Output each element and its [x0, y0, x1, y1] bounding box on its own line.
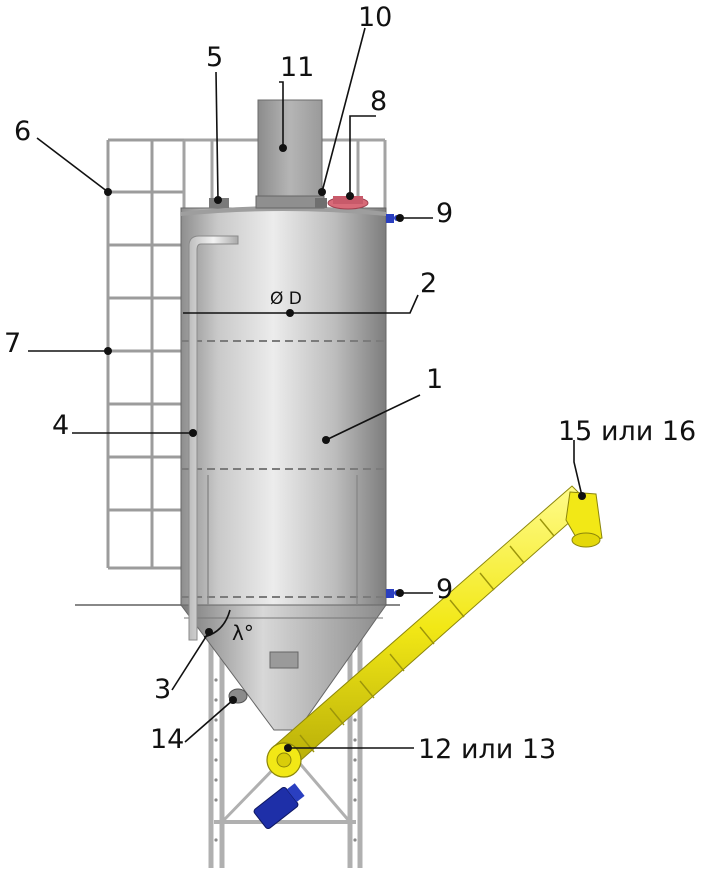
label-2: 2	[420, 268, 437, 299]
ladder	[106, 138, 186, 570]
label-3: 3	[154, 674, 171, 705]
fitting-10	[315, 198, 327, 208]
label-9-bottom: 9	[436, 574, 453, 605]
screw-conveyor	[266, 485, 603, 778]
diameter-annotation: Ø D	[270, 289, 302, 309]
label-10: 10	[358, 2, 392, 33]
silo-tank	[180, 207, 387, 606]
label-6: 6	[14, 116, 31, 147]
leader-lines	[28, 27, 586, 752]
filling-pipe	[188, 235, 239, 641]
label-9-top: 9	[436, 198, 453, 229]
label-1: 1	[426, 364, 443, 395]
conveyor-motor	[253, 783, 305, 830]
label-5: 5	[206, 42, 223, 73]
label-4: 4	[52, 410, 69, 441]
label-7: 7	[4, 328, 21, 359]
angle-annotation: λ°	[232, 621, 254, 645]
label-15-16: 15 или 16	[558, 416, 696, 447]
tank-seams	[181, 340, 386, 598]
filter-unit	[257, 99, 323, 199]
label-14: 14	[150, 724, 184, 755]
tank-lid	[181, 206, 386, 216]
label-11: 11	[280, 52, 314, 83]
label-8: 8	[370, 86, 387, 117]
label-12-13: 12 или 13	[418, 734, 556, 765]
cone-inspection-hatch	[269, 651, 299, 669]
